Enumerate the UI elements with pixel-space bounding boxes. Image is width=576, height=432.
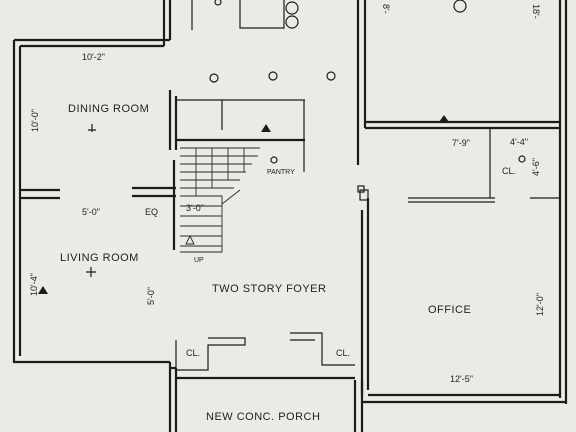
hall-width-dim: 7'-9" <box>452 138 470 148</box>
closet-width-dim: 4'-4" <box>510 137 528 147</box>
closet-top-right-label: CL. <box>502 166 516 176</box>
ceiling-lights <box>209 0 526 164</box>
eq-label: EQ <box>145 207 158 217</box>
pantry-label: PANTRY <box>267 169 295 176</box>
outlet-markers <box>38 115 449 294</box>
up-label: UP <box>194 257 204 264</box>
staircase <box>180 147 260 253</box>
stair-landing-dim: 3'-0" <box>186 203 204 213</box>
office-height-dim: 12'-0" <box>535 293 545 316</box>
dining-room-label: DINING ROOM <box>68 103 149 115</box>
porch-label: NEW CONC. PORCH <box>206 411 320 423</box>
office-width-dim: 12'-5" <box>450 374 473 384</box>
closet-center-label: CL. <box>336 348 350 358</box>
foyer-side-dim: 5'-0" <box>146 287 156 305</box>
living-width-dim: 5'-0" <box>82 207 100 217</box>
dining-width-dim: 10'-2" <box>82 52 105 62</box>
two-story-foyer-label: TWO STORY FOYER <box>212 283 326 295</box>
top-right-dim: 18'- <box>531 4 541 19</box>
closet-left-label: CL. <box>186 348 200 358</box>
living-depth-dim: 10'-4" <box>29 273 39 296</box>
office-label: OFFICE <box>428 304 471 316</box>
living-room-label: LIVING ROOM <box>60 252 139 264</box>
dimension-labels: 10'-2" 10'-0" 5'-0" 10'-4" 5'-0" 3'-0" 1… <box>29 4 545 384</box>
closet-depth-dim: 4'-6" <box>531 158 541 176</box>
top-left-dim: 8'- <box>381 4 391 14</box>
walls <box>12 0 568 432</box>
dining-depth-dim: 10'-0" <box>30 109 40 132</box>
room-labels: DINING ROOM LIVING ROOM TWO STORY FOYER … <box>60 103 516 423</box>
